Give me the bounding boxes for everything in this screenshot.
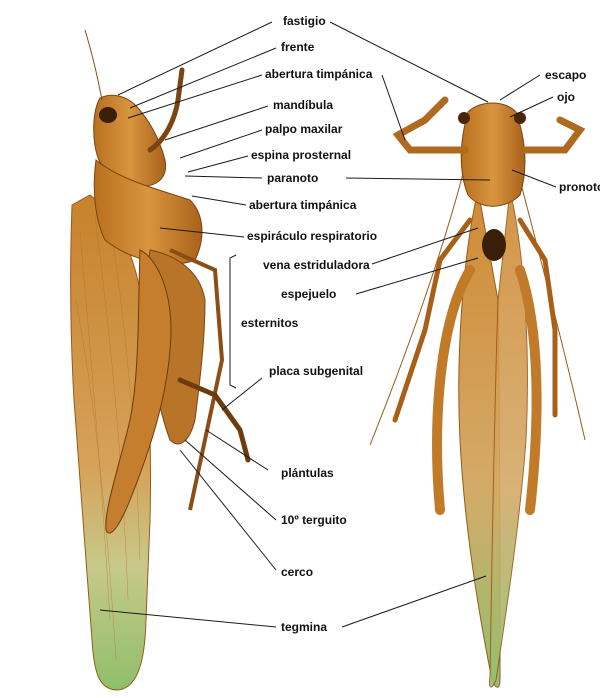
label-plantulas: plántulas <box>280 466 335 480</box>
label-escapo: escapo <box>544 68 587 82</box>
label-pronoto: pronoto <box>558 180 600 194</box>
label-palpo-maxilar: palpo maxilar <box>264 122 343 136</box>
label-placa-subgenital: placa subgenital <box>268 364 364 378</box>
label-terguito: 10º terguito <box>280 513 348 527</box>
insect-dorsal-view <box>370 100 585 687</box>
label-espiraculo: espiráculo respiratorio <box>246 229 378 243</box>
label-esternitos: esternitos <box>240 316 299 330</box>
label-tegmina: tegmina <box>280 620 328 634</box>
right-eye-left <box>458 112 470 124</box>
right-forelegs <box>398 100 465 150</box>
right-mirror <box>482 229 506 261</box>
label-paranoto: paranoto <box>266 171 319 185</box>
right-tegmina-right <box>489 190 527 687</box>
label-espina-prosternal: espina prosternal <box>250 148 352 162</box>
right-forelegs-2 <box>522 120 580 150</box>
label-frente: frente <box>280 40 315 54</box>
label-espejuelo: espejuelo <box>280 287 337 301</box>
label-ojo: ojo <box>556 90 576 104</box>
label-abertura-timpanica-1: abertura timpánica <box>264 67 373 81</box>
insect-side-view <box>71 30 248 690</box>
label-vena-estriduladora: vena estriduladora <box>262 258 371 272</box>
label-abertura-timpanica-2: abertura timpánica <box>248 198 357 212</box>
label-fastigio: fastigio <box>282 14 327 28</box>
left-eye <box>99 107 117 123</box>
label-mandibula: mandíbula <box>272 98 334 112</box>
left-antenna <box>85 30 102 100</box>
label-cerco: cerco <box>280 565 314 579</box>
